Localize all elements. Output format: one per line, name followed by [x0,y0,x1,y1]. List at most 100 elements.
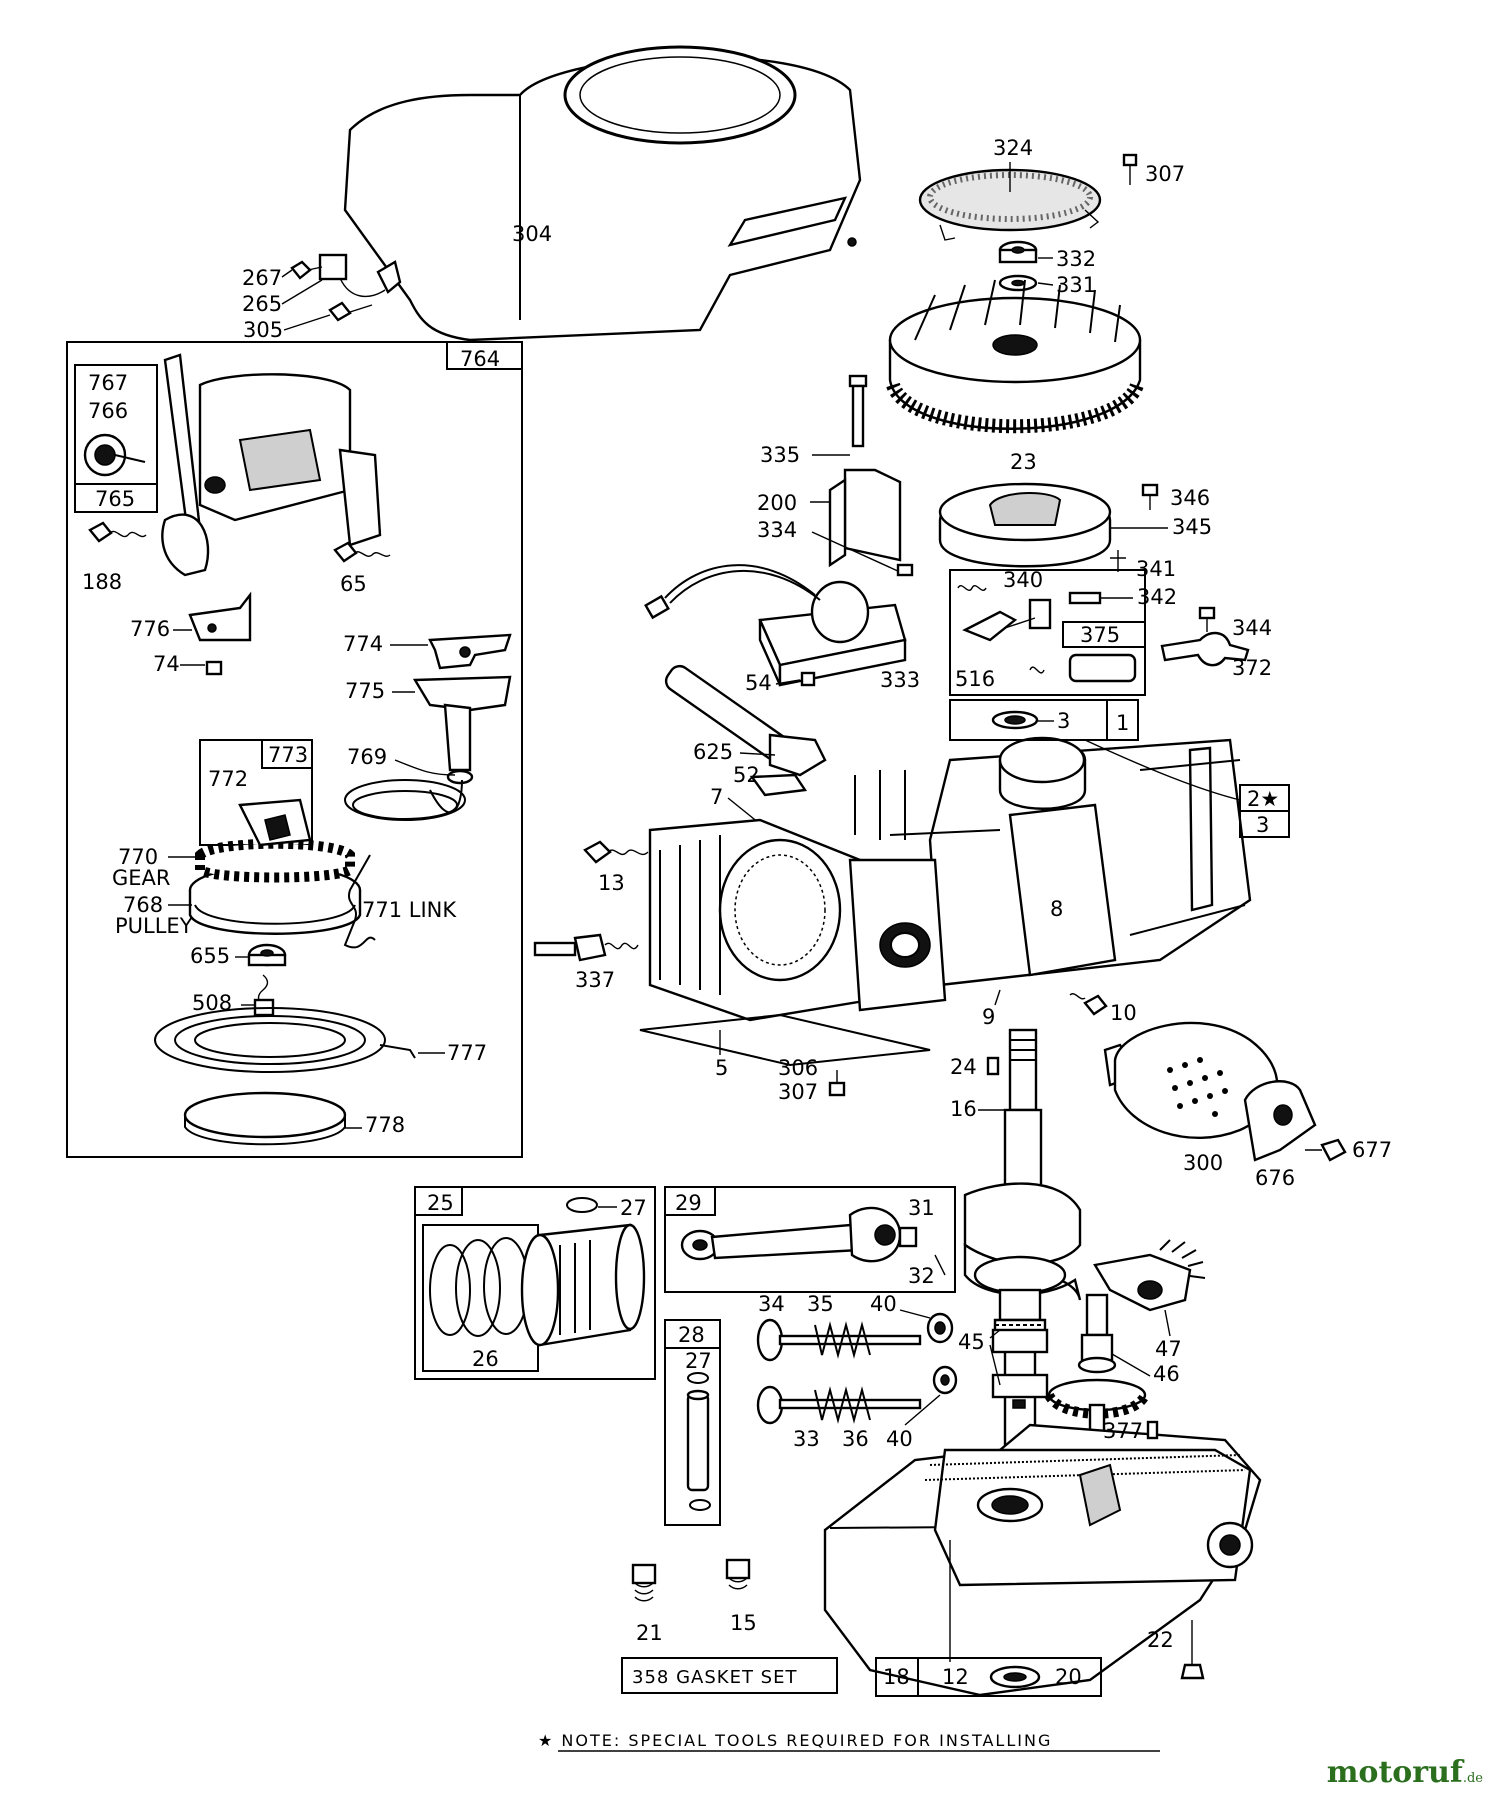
label-47: 47 [1155,1337,1182,1361]
label-768: 768 [123,893,163,917]
label-337: 337 [575,968,615,992]
part-21 [631,1563,657,1602]
label-26: 26 [472,1347,499,1371]
box-28 [664,1319,721,1349]
label-35: 35 [807,1292,834,1316]
label-516: 516 [955,667,995,691]
condenser-516 [1029,653,1137,683]
label-771: 771 LINK [362,898,457,922]
label-625: 625 [693,740,733,764]
box-piston-25 [414,1186,656,1380]
label-5: 5 [715,1056,728,1080]
nut-332 [998,240,1038,264]
governor-47 [1093,1239,1206,1312]
screw-65 [333,541,391,563]
label-pulley: PULLEY [115,914,193,938]
starter-housing [161,353,382,577]
starter-clutch-766 [83,433,146,477]
label-655: 655 [190,944,230,968]
gasket-52 [749,773,808,797]
label-265: 265 [242,292,282,316]
points-kit [957,585,1102,642]
label-27-top: 27 [620,1196,647,1220]
label-29: 29 [675,1191,702,1215]
label-12: 12 [942,1665,969,1689]
crankcase-base-18 [823,1423,1262,1697]
box-starter-764 [66,341,523,1158]
screw-334 [896,563,914,577]
label-334: 334 [757,518,797,542]
label-188: 188 [82,570,122,594]
label-335: 335 [760,443,800,467]
label-10: 10 [1110,1001,1137,1025]
label-28: 28 [678,1323,705,1347]
label-776: 776 [130,617,170,641]
screw-307-top [1122,153,1138,185]
label-200: 200 [757,491,797,515]
screw-10 [1069,993,1108,1016]
screw-307-bottom [828,1070,846,1097]
part-15 [725,1558,751,1590]
screw-74 [205,660,223,676]
label-74: 74 [153,652,180,676]
connecting-rod [680,1206,946,1276]
label-377: 377 [1103,1419,1143,1443]
label-3-top: 3 [1057,709,1070,733]
label-40-bottom: 40 [886,1427,913,1451]
label-775: 775 [345,679,385,703]
handle-insert-775 [412,675,512,785]
label-774: 774 [343,632,383,656]
piston-rings-26 [429,1237,529,1337]
cylinder-block: 8 [639,736,1252,1067]
label-267: 267 [242,266,282,290]
label-344: 344 [1232,616,1272,640]
label-21: 21 [636,1621,663,1645]
bolt-335 [848,374,868,448]
box-3 [1239,810,1290,838]
label-764: 764 [460,347,500,371]
label-777: 777 [447,1041,487,1065]
watermark-tld: .de [1462,1771,1483,1786]
label-766: 766 [88,399,128,423]
retainer-40-top [926,1312,954,1344]
label-46: 46 [1153,1362,1180,1386]
key-24 [986,1056,1000,1076]
box-29 [664,1186,716,1216]
lever-776 [188,591,252,642]
watermark-name: motoruf [1326,1755,1463,1790]
screw-346 [1141,483,1159,510]
box-773-number [261,739,313,769]
link-771 [343,854,376,949]
label-34: 34 [758,1292,785,1316]
seal-3-top [991,710,1039,730]
retainer-40-bottom [932,1365,958,1395]
cover-345 [938,482,1112,568]
label-31: 31 [908,1196,935,1220]
label-36: 36 [842,1427,869,1451]
label-gear: GEAR [112,866,171,890]
label-341: 341 [1136,557,1176,581]
deflector-676 [1243,1080,1317,1162]
label-331: 331 [1056,273,1096,297]
label-33: 33 [793,1427,820,1451]
label-16: 16 [950,1097,977,1121]
label-7: 7 [710,785,723,809]
label-770: 770 [118,845,158,869]
label-372: 372 [1232,656,1272,680]
spring-cap-655 [247,943,287,967]
label-306: 306 [778,1056,818,1080]
label-769: 769 [347,745,387,769]
label-305: 305 [243,318,283,342]
label-342: 342 [1137,585,1177,609]
label-8: 8 [1050,897,1063,921]
screw-13 [583,840,649,864]
label-677: 677 [1352,1138,1392,1162]
spark-plug-337 [533,933,639,962]
label-676: 676 [1255,1166,1295,1190]
muffler-300 [1103,1021,1279,1139]
box-1-number [1106,699,1139,741]
label-778: 778 [365,1113,405,1137]
rope-769 [344,779,466,821]
retainer-778 [183,1091,347,1146]
